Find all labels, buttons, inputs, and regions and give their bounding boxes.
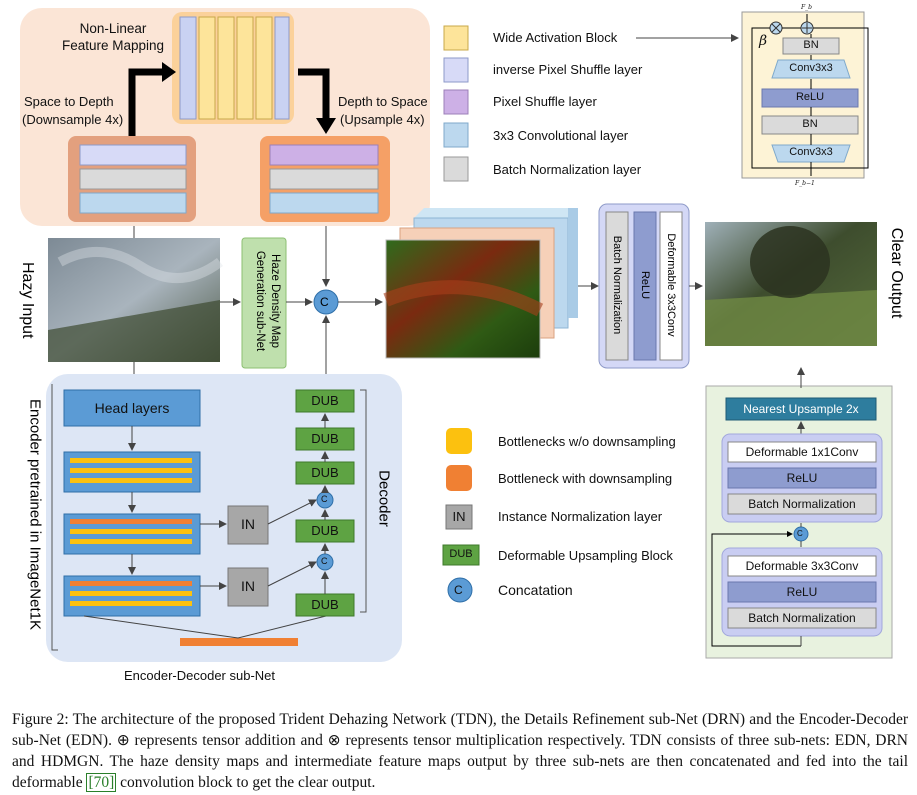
dub-g1-deform: Deformable 1x1Conv: [745, 445, 859, 459]
dub-label-5: DUB: [311, 597, 339, 612]
upsample-label: (Upsample 4x): [340, 112, 425, 127]
hazy-input-label: Hazy Input: [19, 262, 36, 339]
main-concat-label: C: [320, 295, 329, 309]
dub-g2-relu: ReLU: [786, 585, 818, 599]
legend-dub-text: DUB: [449, 548, 473, 560]
legend-wide-activation: Wide Activation Block: [493, 30, 618, 45]
legend-pixel-shuffle: Pixel Shuffle layer: [493, 94, 597, 109]
dub-label-4: DUB: [311, 523, 339, 538]
in-label-1: IN: [241, 516, 255, 532]
legend-in: Instance Normalization layer: [498, 509, 663, 524]
legend-dub: Deformable Upsampling Block: [498, 548, 673, 563]
edn-title: Encoder-Decoder sub-Net: [124, 668, 276, 683]
tail-deform-label: Deformable 3x3Conv: [665, 233, 677, 337]
wab-f-top: F_b: [801, 4, 813, 11]
legend-concat-text: C: [454, 583, 463, 597]
dub-label-1: DUB: [311, 393, 339, 408]
dub-g1-bn: Batch Normalization: [748, 497, 856, 511]
head-layers-label: Head layers: [94, 400, 170, 416]
legend-bottleneck-nodown: Bottlenecks w/o downsampling: [498, 434, 676, 449]
figure-caption: Figure 2: The architecture of the propos…: [12, 709, 908, 793]
wab-f-bottom: F_b−1: [795, 180, 815, 187]
legend-bottleneck-down: Bottleneck with downsampling: [498, 471, 673, 486]
space-to-depth-label: Space to Depth: [24, 94, 114, 109]
encoder-label: Encoder pretrained in ImageNet1K: [26, 399, 44, 630]
dub-label-3: DUB: [311, 465, 339, 480]
clear-output-label: Clear Output: [888, 227, 905, 319]
dub-g2-bn: Batch Normalization: [748, 611, 856, 625]
diagram-canvas: [20, 8, 893, 662]
wab-layer-bn2: BN: [802, 118, 818, 130]
dub-g2-deform: Deformable 3x3Conv: [745, 559, 859, 573]
legend-concat: Concatation: [498, 582, 573, 598]
dub-g1-relu: ReLU: [786, 471, 818, 485]
nonlinear-label: Non-Linear Feature Mapping: [62, 21, 165, 53]
edn-concat-2: C: [321, 556, 328, 566]
wab-layer-bn1: BN: [803, 39, 819, 51]
citation-link[interactable]: [70]: [86, 773, 117, 792]
legend-conv: 3x3 Convolutional layer: [493, 128, 629, 143]
wab-layer-relu: ReLU: [795, 91, 825, 103]
legend-inverse-pixel-shuffle: inverse Pixel Shuffle layer: [493, 62, 643, 77]
legend-bn: Batch Normalization layer: [493, 162, 642, 177]
dub-concat-label: C: [797, 529, 803, 538]
caption-part1: Figure 2: The architecture of the propos…: [12, 711, 908, 791]
bottom-bottleneck: [180, 638, 298, 646]
wab-beta: β: [759, 33, 768, 49]
in-label-2: IN: [241, 578, 255, 594]
haze-density-box: [241, 237, 287, 369]
haze-density-label: Haze Density Map Generation sub-Net: [254, 250, 281, 352]
downsample-label: (Downsample 4x): [22, 112, 124, 127]
dub-upsample-label: Nearest Upsample 2x: [743, 402, 859, 416]
edn-concat-1: C: [321, 494, 328, 504]
wab-layer-conv2: Conv3x3: [789, 146, 833, 158]
legend-in-text: IN: [452, 509, 466, 524]
tail-bn-label: Batch Normalization: [611, 235, 623, 335]
dub-label-2: DUB: [311, 431, 339, 446]
decoder-label: Decoder: [375, 470, 393, 527]
depth-to-space-label: Depth to Space: [338, 94, 428, 109]
caption-part2: convolution block to get the clear outpu…: [116, 774, 376, 791]
wab-layer-conv1: Conv3x3: [789, 62, 833, 74]
tail-relu-label: ReLU: [639, 270, 651, 300]
